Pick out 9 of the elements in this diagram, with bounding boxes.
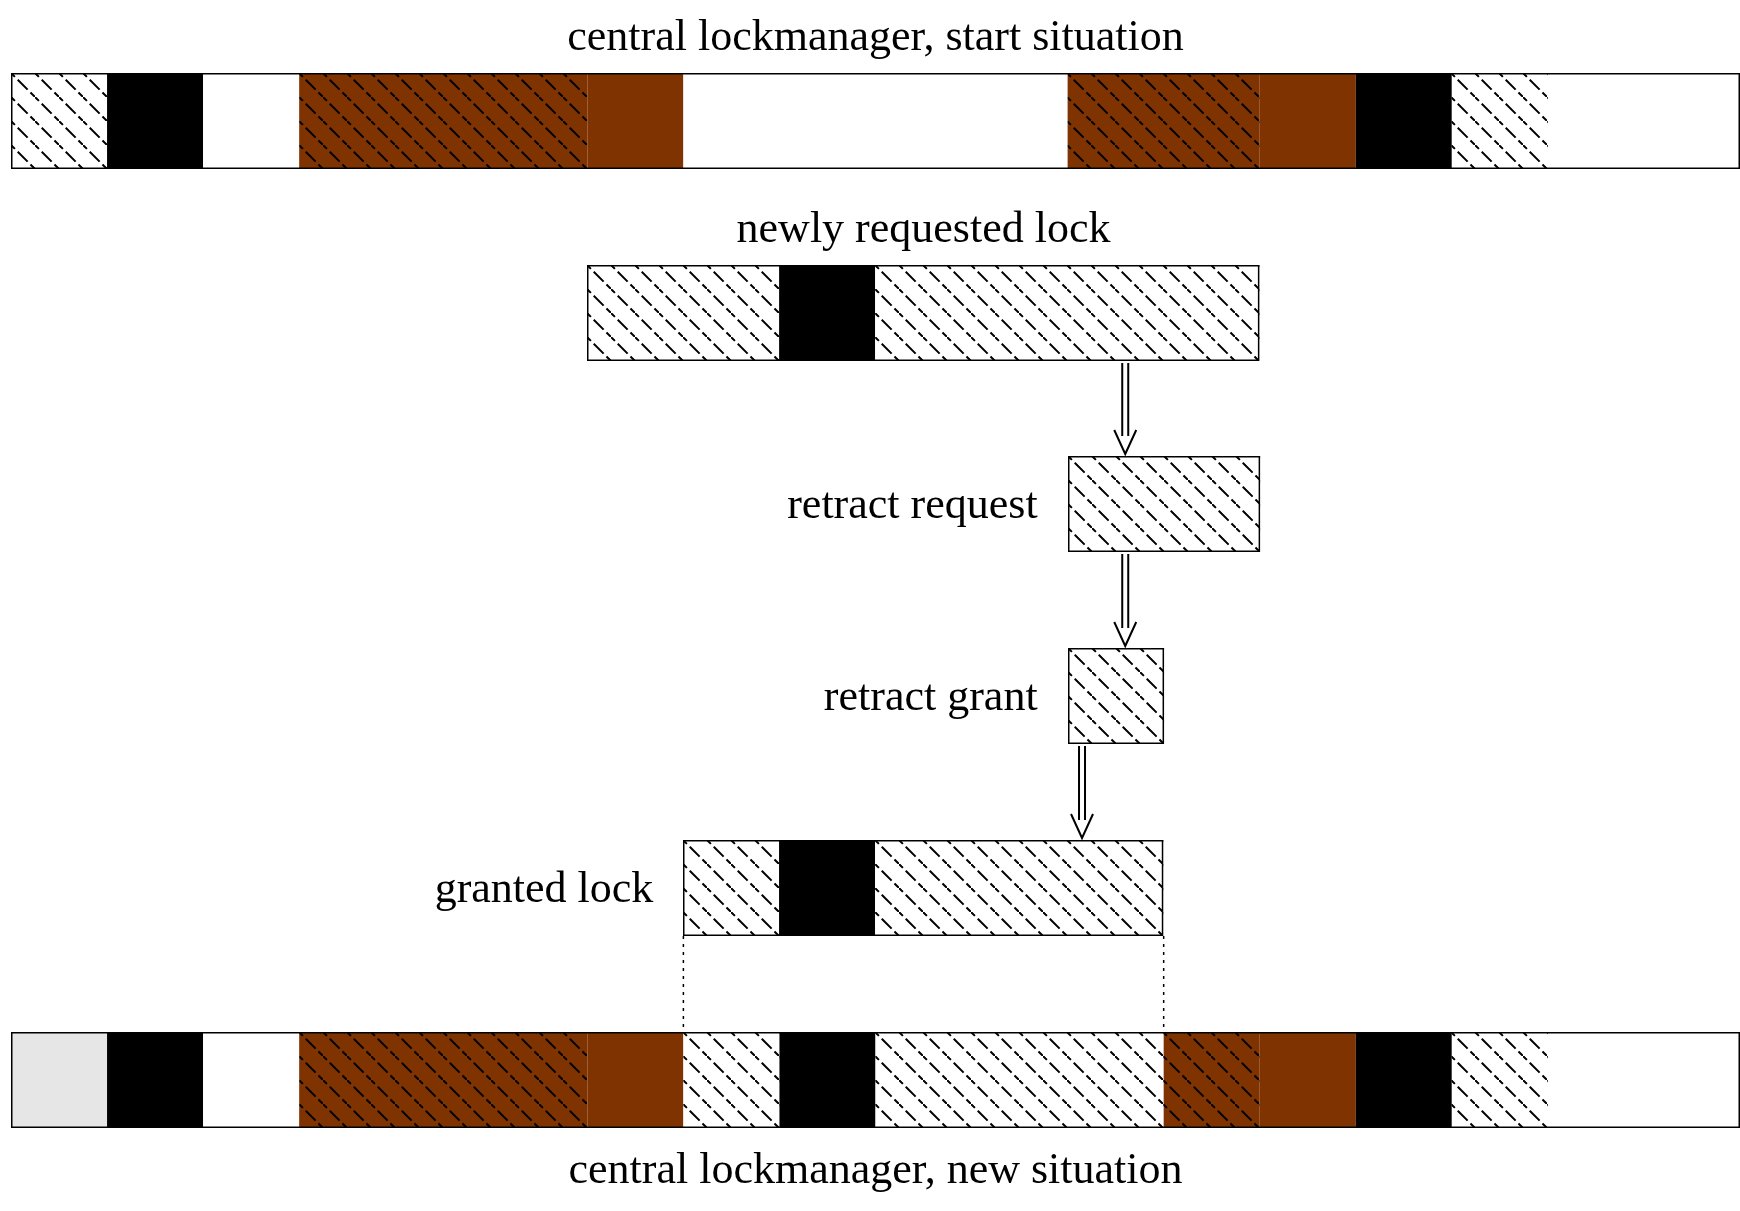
bar-label: granted lock	[434, 863, 654, 913]
bar-label: retract grant	[823, 671, 1038, 721]
bar-heading: newly requested lock	[735, 203, 1112, 253]
double-arrow	[1113, 553, 1138, 649]
bar-label: retract request	[787, 479, 1038, 529]
bar-heading: central lockmanager, new situation	[567, 1144, 1184, 1194]
double-arrow	[1113, 362, 1138, 457]
bar-heading: central lockmanager, start situation	[566, 11, 1185, 61]
double-arrow	[1070, 745, 1094, 841]
